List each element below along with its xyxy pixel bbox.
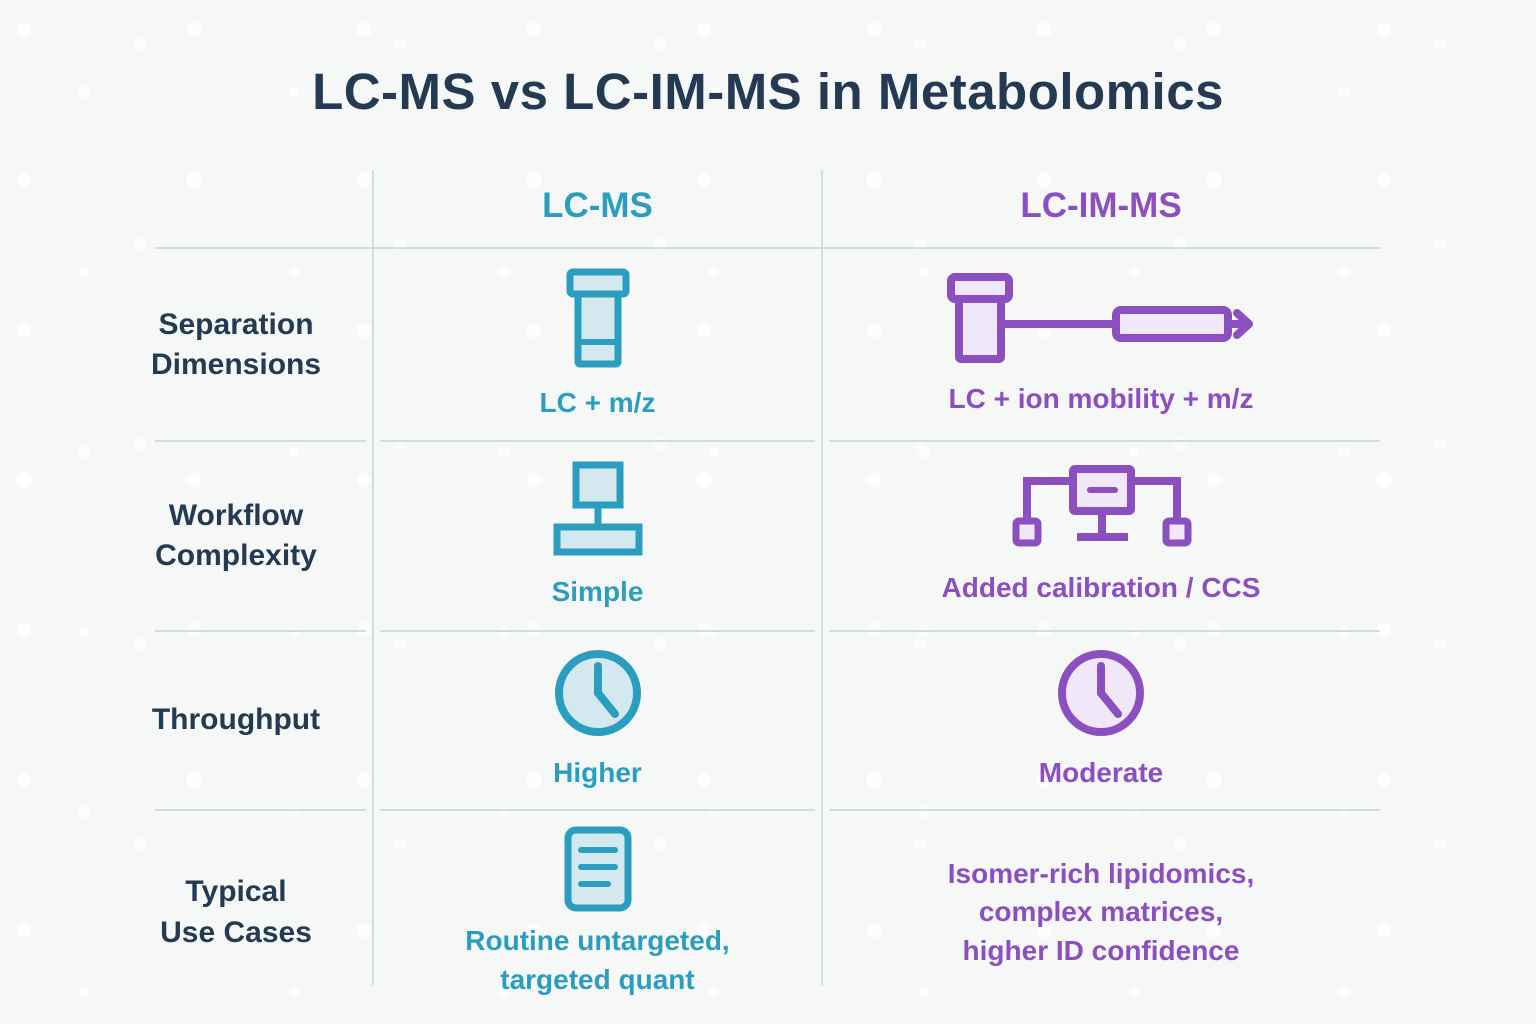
row-divider <box>380 630 815 632</box>
row-divider <box>829 809 1380 811</box>
column-divider-left <box>372 170 374 985</box>
clock-icon <box>1056 648 1146 738</box>
lc-column-icon <box>565 268 631 368</box>
clock-icon <box>553 648 643 738</box>
row-divider <box>155 440 366 442</box>
column-header-lcimms: LC-IM-MS <box>1020 185 1182 225</box>
column-divider-right <box>821 170 823 985</box>
header-divider <box>155 247 1380 249</box>
row-label-throughput: Throughput <box>151 703 321 737</box>
cell-value: Isomer-rich lipidomics, complex matrices… <box>947 857 1255 966</box>
simple-flowchart-icon <box>552 461 644 557</box>
row-divider <box>155 809 366 811</box>
cell-value: Moderate <box>1038 757 1164 789</box>
cell-lcimms-throughput: Moderate <box>822 631 1380 810</box>
cell-value: Added calibration / CCS <box>941 571 1261 603</box>
cell-value: LC + m/z <box>539 386 656 418</box>
row-divider <box>155 630 366 632</box>
cell-lcms-separation: LC + m/z <box>373 249 822 441</box>
page-title: LC-MS vs LC-IM-MS in Metabolomics <box>312 63 1224 120</box>
cell-lcimms-separation: LC + ion mobility + m/z <box>822 249 1380 441</box>
cell-value: Routine untargeted, targeted quant <box>465 925 730 995</box>
lc-im-drift-tube-arrow-icon <box>946 272 1256 364</box>
row-label-typical-use-cases: Typical Use Cases <box>160 875 312 949</box>
cell-lcimms-use-cases: Isomer-rich lipidomics, complex matrices… <box>822 810 1380 1015</box>
row-label-workflow-complexity: Workflow Complexity <box>155 498 317 573</box>
cell-lcms-workflow: Simple <box>373 441 822 631</box>
column-header-lcms: LC-MS <box>542 185 653 225</box>
document-lines-icon <box>564 826 632 912</box>
comparison-table: LC-MS LC-IM-MS Separation Dimensions LC … <box>150 170 1380 1024</box>
cell-value: LC + ion mobility + m/z <box>948 382 1254 414</box>
row-divider <box>829 440 1380 442</box>
row-divider <box>380 809 815 811</box>
row-divider <box>380 440 815 442</box>
header-spacer <box>155 170 373 249</box>
cell-lcimms-workflow: Added calibration / CCS <box>822 441 1380 631</box>
row-divider <box>829 630 1380 632</box>
cell-lcms-throughput: Higher <box>373 631 822 810</box>
cell-value: Simple <box>551 575 644 607</box>
cell-lcms-use-cases: Routine untargeted, targeted quant <box>373 810 822 1015</box>
cell-value: Higher <box>553 757 642 789</box>
row-label-separation-dimensions: Separation Dimensions <box>150 307 322 382</box>
branched-network-icon <box>989 464 1214 553</box>
